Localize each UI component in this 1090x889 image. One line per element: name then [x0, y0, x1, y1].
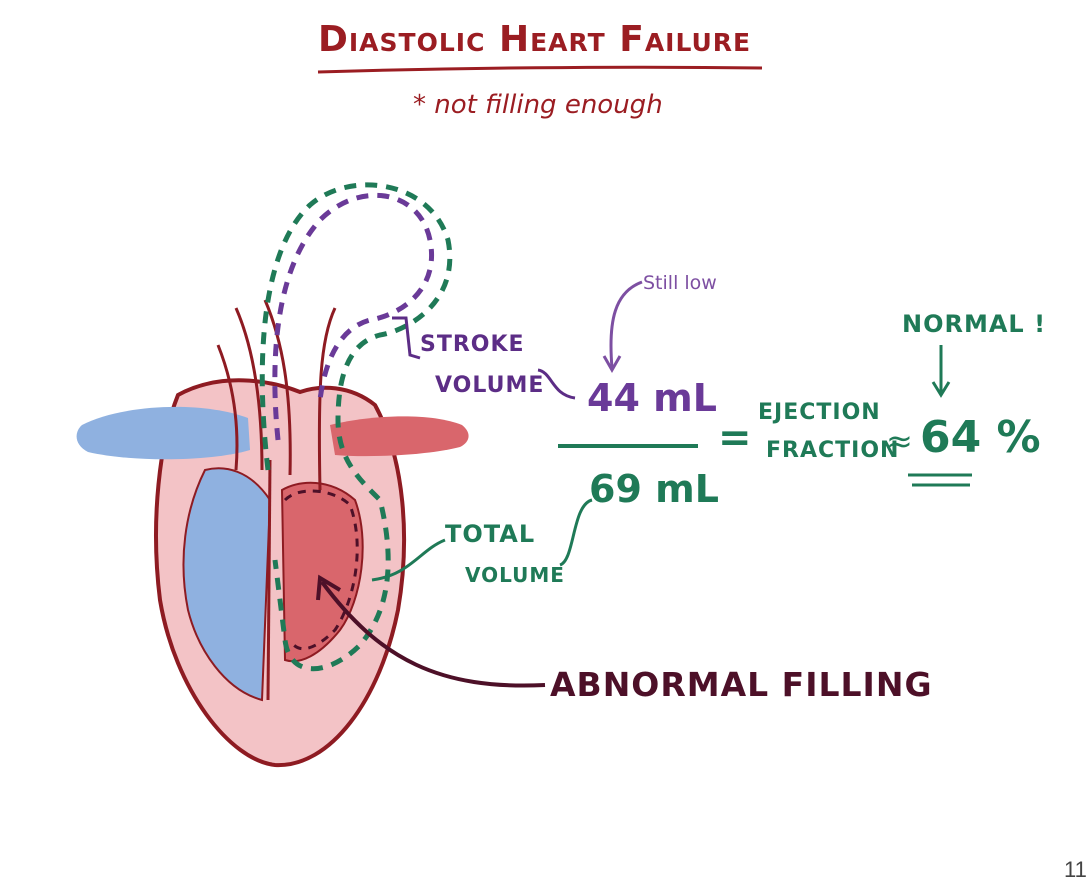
title-underline: [318, 67, 762, 72]
total-volume-value: 69 mL: [589, 470, 719, 508]
septum: [268, 460, 270, 700]
total-volume-label-line1: TOTAL: [445, 522, 535, 546]
stroke-volume-value: 44 mL: [587, 379, 717, 417]
ejection-fraction-label-line2: FRACTION: [766, 440, 899, 462]
page-number: 11: [1064, 859, 1090, 881]
ejection-fraction-label-line1: EJECTION: [758, 402, 881, 424]
still-low-arrow: [611, 282, 642, 368]
ejection-fraction-value: 64 %: [920, 416, 1041, 460]
equals-sign: =: [718, 418, 752, 458]
vena-cava: [77, 407, 250, 459]
pulmonary-vein: [330, 416, 469, 456]
normal-label: NORMAL !: [902, 312, 1046, 336]
subtitle-note: * not filling enough: [413, 92, 663, 118]
still-low-annotation: Still low: [643, 274, 717, 293]
page-title: Diastolic Heart Failure: [318, 22, 751, 58]
stroke-volume-label-line2: VOLUME: [435, 375, 544, 397]
stroke-volume-label-line1: STROKE: [420, 334, 525, 356]
total-volume-bracket: [560, 500, 592, 565]
total-volume-label-line2: VOLUME: [465, 565, 565, 585]
abnormal-filling-label: ABNORMAL FILLING: [550, 668, 933, 701]
approx-symbol: ≈: [886, 425, 913, 457]
stroke-volume-bracket: [392, 318, 420, 358]
